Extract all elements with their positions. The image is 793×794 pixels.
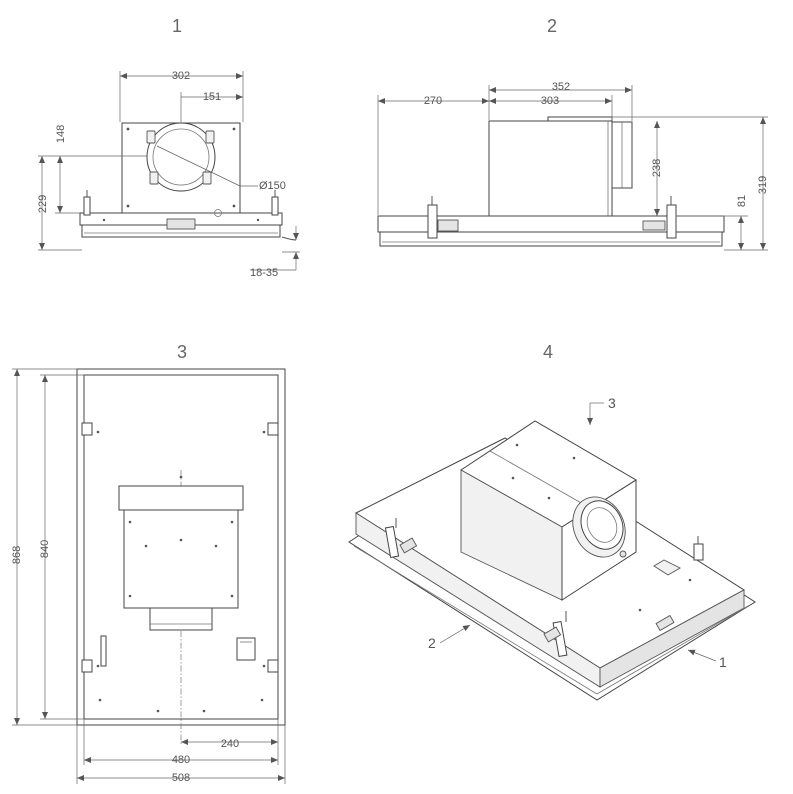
v3-duct [149, 607, 213, 631]
v1-dim-229: 229 [37, 195, 49, 213]
v3-motor-box [123, 509, 239, 609]
v4-callout-1: 1 [719, 654, 727, 670]
v3-dim-840: 840 [39, 540, 51, 558]
v2-dim-352: 352 [552, 81, 570, 93]
v3-dim-868: 868 [11, 546, 23, 564]
v2-dim-238: 238 [651, 159, 663, 177]
v2-dim-270: 270 [424, 95, 442, 107]
v2-motor-box [488, 120, 613, 217]
v1-dim-diameter: Ø150 [259, 180, 286, 192]
v2-dim-319: 319 [757, 176, 769, 194]
v1-dim-151: 151 [203, 91, 221, 103]
view-4-isometric: 4 3 2 [348, 342, 756, 701]
v2-filter-frame [379, 231, 723, 247]
view-3-number: 3 [177, 342, 187, 362]
v1-dim-302: 302 [172, 70, 190, 82]
v2-dim-303: 303 [541, 95, 559, 107]
view-2-number: 2 [547, 16, 557, 36]
v1-dim-18-35: 18-35 [250, 267, 278, 279]
view-4-number: 4 [543, 342, 553, 362]
v3-dim-508: 508 [172, 772, 190, 784]
v2-dim-81: 81 [736, 195, 748, 207]
v3-dim-240: 240 [221, 738, 239, 750]
v4-callout-3: 3 [608, 395, 616, 411]
v1-dim-148: 148 [55, 125, 67, 143]
view-3-top: 3 868 840 240 [11, 342, 286, 784]
view-2-side: 2 352 270 303 238 81 319 [377, 16, 769, 251]
v3-dim-480: 480 [172, 754, 190, 766]
v4-callout-2: 2 [428, 635, 436, 651]
view-1-front: 1 302 151 [37, 16, 300, 279]
view-1-number: 1 [172, 16, 182, 36]
